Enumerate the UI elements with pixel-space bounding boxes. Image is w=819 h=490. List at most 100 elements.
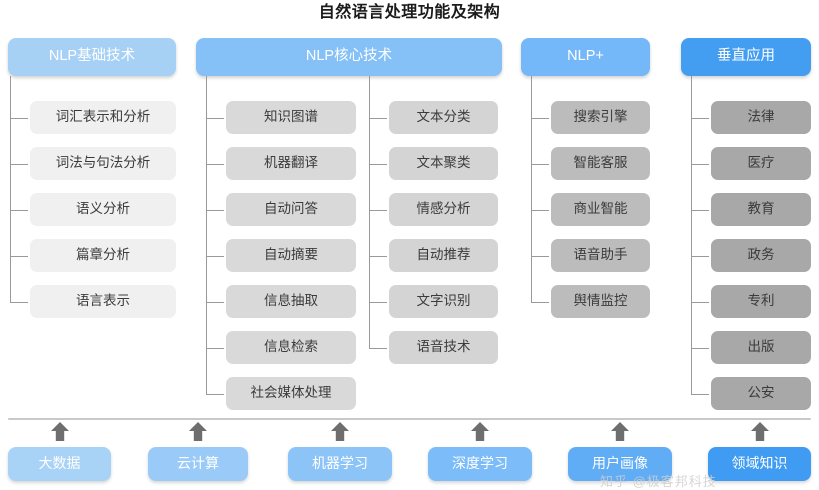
leaf-item-col2-1[interactable]: 机器翻译 xyxy=(226,147,356,180)
foundation-domain-knowledge[interactable]: 领域知识 xyxy=(708,447,811,481)
base-divider xyxy=(8,418,811,420)
foundation-domain-knowledge-label: 领域知识 xyxy=(731,455,788,472)
leaf-item-col2-3[interactable]: 自动摘要 xyxy=(226,239,356,272)
leaf-item-col5-6[interactable]: 公安 xyxy=(711,377,811,410)
leaf-item-col3-1[interactable]: 文本聚类 xyxy=(389,147,498,180)
leaf-item-col3-0[interactable]: 文本分类 xyxy=(389,101,498,134)
leaf-item-col1-2[interactable]: 语义分析 xyxy=(30,193,176,226)
leaf-item-col2-2[interactable]: 自动问答 xyxy=(226,193,356,226)
leaf-item-col4-2[interactable]: 商业智能 xyxy=(551,193,650,226)
leaf-item-col3-5[interactable]: 语音技术 xyxy=(389,331,498,364)
leaf-item-col5-0[interactable]: 法律 xyxy=(711,101,811,134)
foundation-cloud-computing[interactable]: 云计算 xyxy=(148,447,248,481)
watermark-text: 知乎 @极客邦科技 xyxy=(600,474,717,489)
leaf-item-col4-3[interactable]: 语音助手 xyxy=(551,239,650,272)
leaf-item-col3-4[interactable]: 文字识别 xyxy=(389,285,498,318)
up-arrow-icon xyxy=(49,421,71,443)
leaf-item-label: 社会媒体处理 xyxy=(250,385,332,401)
header-nlp-core[interactable]: NLP核心技术 xyxy=(196,38,502,76)
tree-trunk-col3 xyxy=(369,76,370,348)
leaf-item-label: 语义分析 xyxy=(76,201,130,217)
leaf-item-col2-6[interactable]: 社会媒体处理 xyxy=(226,377,356,410)
leaf-item-label: 信息抽取 xyxy=(264,293,318,309)
leaf-item-label: 教育 xyxy=(747,201,775,217)
up-arrow-icon xyxy=(749,421,771,443)
leaf-item-label: 出版 xyxy=(747,339,775,355)
foundation-deep-learning-label: 深度学习 xyxy=(452,455,508,472)
leaf-item-col4-1[interactable]: 智能客服 xyxy=(551,147,650,180)
tree-stub xyxy=(10,301,28,303)
tree-stub xyxy=(531,301,549,303)
foundation-deep-learning[interactable]: 深度学习 xyxy=(428,447,532,481)
leaf-item-col1-1[interactable]: 词法与句法分析 xyxy=(30,147,176,180)
leaf-item-label: 词法与句法分析 xyxy=(55,155,151,171)
leaf-item-label: 文本聚类 xyxy=(416,155,471,171)
tree-stub xyxy=(369,347,387,349)
header-nlp-basic[interactable]: NLP基础技术 xyxy=(8,38,176,76)
leaf-item-col3-3[interactable]: 自动推荐 xyxy=(389,239,498,272)
leaf-item-col5-5[interactable]: 出版 xyxy=(711,331,811,364)
leaf-item-label: 篇章分析 xyxy=(76,247,130,263)
header-nlp-plus-label: NLP+ xyxy=(567,48,604,65)
leaf-item-col1-3[interactable]: 篇章分析 xyxy=(30,239,176,272)
tree-trunk-col2 xyxy=(206,76,207,394)
tree-stub xyxy=(206,117,224,119)
tree-stub xyxy=(206,209,224,211)
foundation-machine-learning-label: 机器学习 xyxy=(312,455,368,472)
tree-stub xyxy=(206,301,224,303)
tree-stub xyxy=(206,163,224,165)
leaf-item-label: 搜索引擎 xyxy=(573,109,628,125)
tree-stub xyxy=(206,347,224,349)
tree-stub xyxy=(10,117,28,119)
leaf-item-col5-3[interactable]: 政务 xyxy=(711,239,811,272)
tree-trunk-col5 xyxy=(691,76,692,394)
tree-stub xyxy=(10,255,28,257)
leaf-item-col3-2[interactable]: 情感分析 xyxy=(389,193,498,226)
tree-trunk-col1 xyxy=(10,76,11,302)
leaf-item-label: 文本分类 xyxy=(416,109,471,125)
leaf-item-col4-0[interactable]: 搜索引擎 xyxy=(551,101,650,134)
tree-stub xyxy=(691,209,709,211)
up-arrow-icon xyxy=(329,421,351,443)
tree-stub xyxy=(206,255,224,257)
leaf-item-label: 自动推荐 xyxy=(416,247,471,263)
leaf-item-col2-0[interactable]: 知识图谱 xyxy=(226,101,356,134)
leaf-item-col5-4[interactable]: 专利 xyxy=(711,285,811,318)
tree-stub xyxy=(369,117,387,119)
header-vertical-apps[interactable]: 垂直应用 xyxy=(681,38,811,76)
tree-stub xyxy=(531,255,549,257)
leaf-item-label: 语言表示 xyxy=(76,293,130,309)
tree-stub xyxy=(369,301,387,303)
leaf-item-label: 智能客服 xyxy=(573,155,628,171)
leaf-item-label: 公安 xyxy=(747,385,775,401)
tree-stub xyxy=(691,163,709,165)
leaf-item-label: 法律 xyxy=(747,109,775,125)
leaf-item-label: 商业智能 xyxy=(573,201,628,217)
foundation-machine-learning[interactable]: 机器学习 xyxy=(288,447,392,481)
tree-trunk-col4 xyxy=(531,76,532,302)
header-nlp-plus[interactable]: NLP+ xyxy=(521,38,650,76)
leaf-item-col4-4[interactable]: 舆情监控 xyxy=(551,285,650,318)
leaf-item-label: 情感分析 xyxy=(416,201,471,217)
leaf-item-label: 信息检索 xyxy=(264,339,318,355)
leaf-item-col1-0[interactable]: 词汇表示和分析 xyxy=(30,101,176,134)
foundation-user-profile[interactable]: 用户画像 xyxy=(568,447,672,481)
leaf-item-col1-4[interactable]: 语言表示 xyxy=(30,285,176,318)
leaf-item-col2-4[interactable]: 信息抽取 xyxy=(226,285,356,318)
leaf-item-label: 文字识别 xyxy=(416,293,471,309)
tree-stub xyxy=(691,255,709,257)
leaf-item-label: 词汇表示和分析 xyxy=(55,109,151,125)
header-nlp-core-label: NLP核心技术 xyxy=(305,48,393,65)
foundation-big-data-label: 大数据 xyxy=(38,455,81,472)
tree-stub xyxy=(369,209,387,211)
leaf-item-label: 医疗 xyxy=(747,155,775,171)
tree-stub xyxy=(531,209,549,211)
up-arrow-icon xyxy=(187,421,209,443)
leaf-item-col2-5[interactable]: 信息检索 xyxy=(226,331,356,364)
leaf-item-col5-2[interactable]: 教育 xyxy=(711,193,811,226)
foundation-big-data[interactable]: 大数据 xyxy=(8,447,111,481)
leaf-item-col5-1[interactable]: 医疗 xyxy=(711,147,811,180)
foundation-user-profile-label: 用户画像 xyxy=(592,455,648,472)
leaf-item-label: 自动问答 xyxy=(264,201,318,217)
